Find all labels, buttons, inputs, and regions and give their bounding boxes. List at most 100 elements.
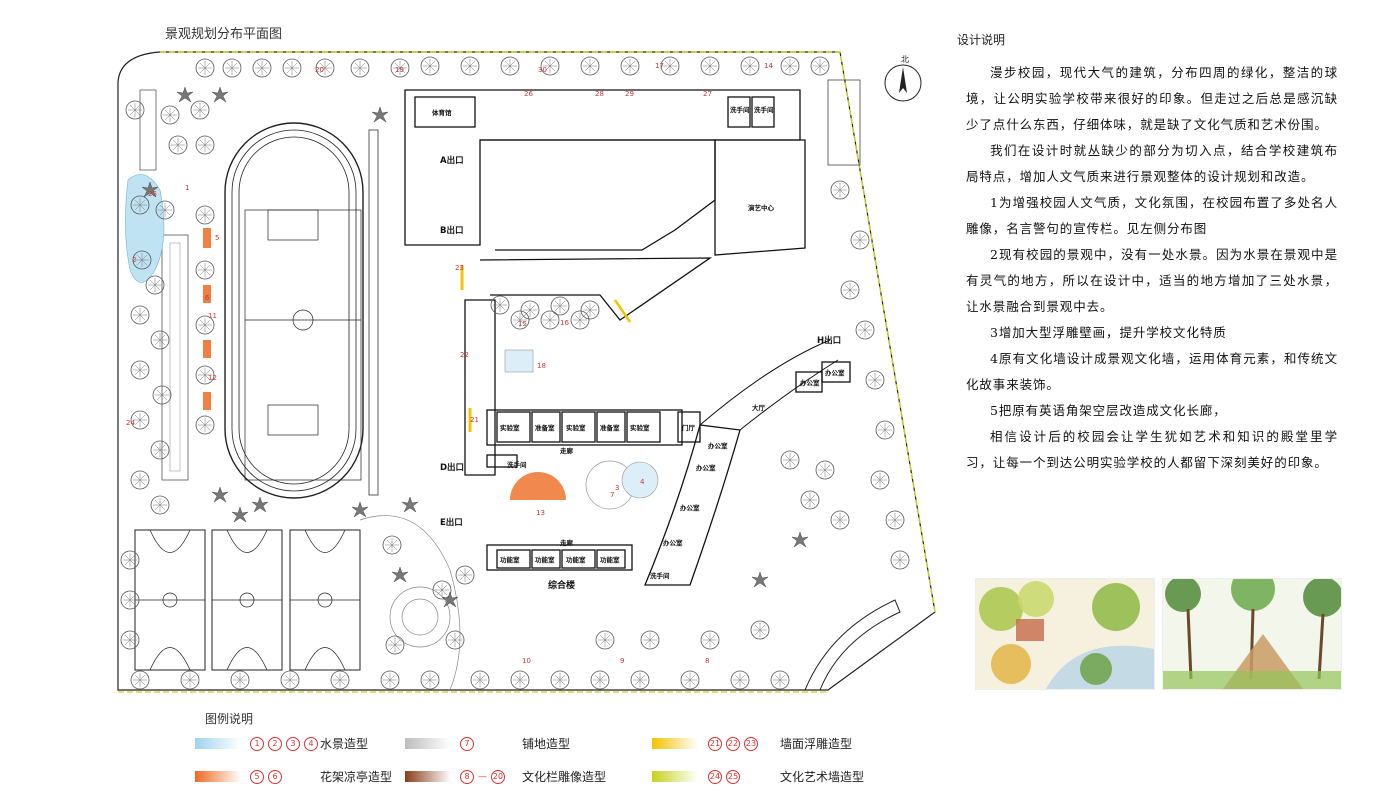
legend-swatch [405, 771, 451, 782]
notes-p4: 2现有校园的景观中，没有一处水景。因为水景在景观中是有灵气的地方，所以在设计中，… [966, 247, 1338, 314]
tree-symbol [222, 58, 242, 78]
marker-label: 16 [560, 319, 569, 327]
marker-label: 29 [625, 90, 634, 98]
legend-number: 23 [744, 737, 758, 751]
room-wc2: 洗手间 [754, 105, 774, 114]
legend-number: 6 [268, 770, 282, 784]
tree-symbol [570, 310, 590, 330]
tree-symbol [460, 56, 480, 76]
exit-d: D出口 [440, 462, 464, 473]
north-label: 北 [901, 55, 909, 64]
marker-label: 30 [538, 66, 547, 74]
notes-p1: 漫步校园，现代大气的建筑，分布四周的绿化，整洁的球境，让公明实验学校带来很好的印… [966, 65, 1338, 132]
tree-symbol [160, 105, 180, 125]
legend-number: 8 [460, 770, 474, 784]
tree-symbol [595, 630, 615, 650]
marker-label: 13 [536, 509, 545, 517]
room-wc4: 洗手间 [650, 571, 670, 580]
notes-p8: 相信设计后的校园会让学生犹如艺术和知识的殿堂里学习，让每一个到达公明实验学校的人… [966, 429, 1338, 470]
marker-label: 8 [705, 657, 709, 665]
tree-symbol [252, 58, 272, 78]
tree-symbol [640, 630, 660, 650]
legend-numbers: 8—20 [460, 770, 505, 784]
legend-number: 5 [250, 770, 264, 784]
legend-number: 3 [286, 737, 300, 751]
tree-symbol [120, 550, 140, 570]
tree-symbol [432, 580, 452, 600]
marker-label: 26 [524, 90, 533, 98]
tree-symbol [382, 535, 402, 555]
site-plan: 北 [117, 51, 936, 693]
north-arrow: 北 [884, 55, 922, 102]
design-notes: 漫步校园，现代大气的建筑，分布四周的绿化，整洁的球境，让公明实验学校带来很好的印… [966, 60, 1338, 476]
legend-swatch [195, 738, 241, 749]
room-complex: 综合楼 [548, 579, 575, 591]
tree-symbol [130, 305, 150, 325]
legend-number: 7 [460, 737, 474, 751]
exit-a: A出口 [440, 155, 464, 166]
tree-symbol [510, 670, 530, 690]
sketch-image-2 [1162, 578, 1342, 690]
tree-symbol [550, 670, 570, 690]
room-art-center: 演艺中心 [748, 203, 775, 212]
notes-p6: 4原有文化墙设计成景观文化墙，运用体育元素，和传统文化故事来装饰。 [966, 351, 1338, 392]
legend-number: 25 [726, 770, 740, 784]
room-gym: 体育馆 [432, 108, 452, 117]
marker-label: 6 [205, 294, 210, 302]
marker-label: 14 [764, 62, 773, 70]
marker-label: 19 [395, 66, 404, 74]
marker-label: 12 [208, 374, 217, 382]
room-wc1: 洗手间 [730, 105, 750, 114]
room-func2: 功能室 [535, 555, 555, 564]
room-lab5: 实验室 [630, 423, 650, 432]
tree-symbol [195, 260, 215, 280]
tree-symbol [540, 310, 560, 330]
tree-symbol [195, 205, 215, 225]
notes-p3: 1为增强校园人文气质，文化氛围，在校园布置了多处名人雕像，名言警句的宣传栏。见左… [966, 195, 1338, 236]
shrub-symbol [371, 106, 389, 123]
tree-symbol [830, 510, 850, 530]
tree-symbol [150, 330, 170, 350]
legend-number: 2 [268, 737, 282, 751]
tree-symbol [145, 275, 165, 295]
room-office4: 办公室 [696, 463, 716, 472]
tree-symbol [870, 470, 890, 490]
site-boundary-accent [160, 51, 936, 613]
room-wc3: 洗手间 [507, 460, 527, 469]
tree-symbol [130, 195, 150, 215]
tree-symbol [780, 450, 800, 470]
tree-symbol [490, 295, 510, 315]
room-func3: 功能室 [566, 555, 586, 564]
marker-label: 23 [455, 264, 464, 272]
room-lab3: 实验室 [566, 423, 586, 432]
tree-symbol [550, 296, 570, 316]
tree-symbol [810, 56, 830, 76]
tree-symbol [420, 56, 440, 76]
shrub-symbol [351, 501, 369, 518]
running-track [224, 122, 364, 499]
room-func1: 功能室 [500, 555, 520, 564]
tree-symbol [155, 200, 175, 220]
legend-swatch [405, 738, 451, 749]
exit-h: H出口 [817, 335, 841, 346]
room-corridor2: 走廊 [559, 538, 574, 547]
tree-symbol [770, 670, 790, 690]
east-planter [827, 79, 861, 166]
room-corridor1: 走廊 [559, 446, 574, 455]
marker-label: 25 [148, 190, 157, 198]
pavilions [203, 228, 211, 410]
shrub-symbol [251, 496, 269, 513]
tree-symbol [190, 100, 210, 120]
legend-title: 图例说明 [205, 712, 254, 726]
marker-label: 11 [208, 312, 217, 320]
room-gate: 门厅 [682, 423, 696, 432]
room-office5: 办公室 [680, 503, 700, 512]
tree-symbol [195, 415, 215, 435]
marker-label: 20 [315, 66, 324, 74]
tree-symbol [500, 56, 520, 76]
exit-b: B出口 [440, 225, 463, 236]
exit-e: E出口 [440, 517, 463, 528]
